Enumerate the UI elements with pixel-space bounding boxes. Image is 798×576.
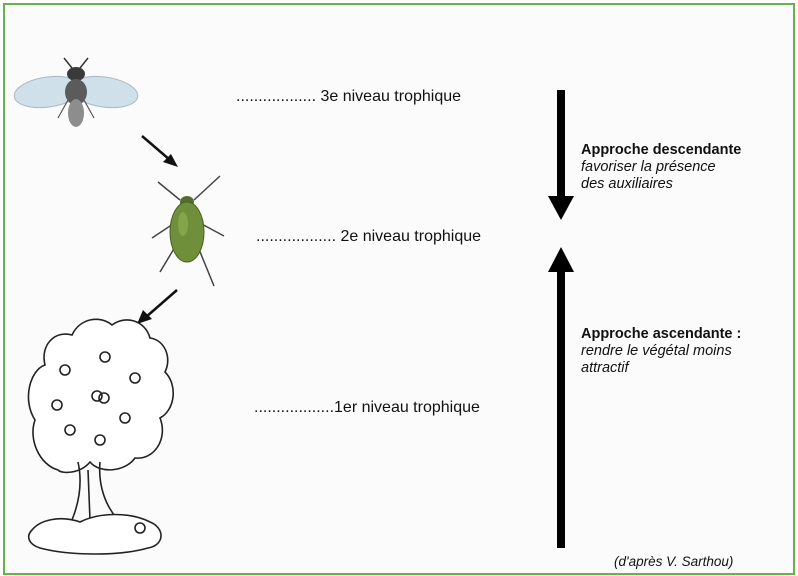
level-1-text: 1er niveau trophique bbox=[334, 399, 480, 416]
level-2-text: 2e niveau trophique bbox=[340, 228, 481, 245]
level-3-label: .................. 3e niveau trophique bbox=[236, 88, 461, 106]
top-down-arrow bbox=[548, 90, 574, 220]
apple-tree-icon bbox=[28, 319, 173, 554]
level-2-label: .................. 2e niveau trophique bbox=[256, 228, 481, 246]
credit-text: (d'après V. Sarthou) bbox=[614, 554, 733, 569]
top-down-approach: Approche descendante favoriser la présen… bbox=[581, 142, 741, 193]
level-1-label: ..................1er niveau trophique bbox=[254, 399, 480, 417]
level-3-text: 3e niveau trophique bbox=[320, 88, 461, 105]
level-2-dots: .................. bbox=[256, 228, 336, 245]
bottom-up-desc-1: rendre le végétal moins bbox=[581, 343, 741, 360]
predation-arrow-2 bbox=[137, 290, 177, 324]
bottom-up-title: Approche ascendante : bbox=[581, 326, 741, 343]
level-3-dots: .................. bbox=[236, 88, 316, 105]
parasitoid-wasp-icon bbox=[12, 58, 140, 127]
predation-arrow-1 bbox=[142, 136, 178, 167]
bottom-up-approach: Approche ascendante : rendre le végétal … bbox=[581, 326, 741, 377]
top-down-desc-1: favoriser la présence bbox=[581, 159, 741, 176]
bottom-up-desc-2: attractif bbox=[581, 360, 741, 377]
top-down-title: Approche descendante bbox=[581, 142, 741, 159]
aphid-icon bbox=[152, 176, 224, 286]
top-down-desc-2: des auxiliaires bbox=[581, 176, 741, 193]
level-1-dots: .................. bbox=[254, 399, 334, 416]
bottom-up-arrow bbox=[548, 247, 574, 548]
